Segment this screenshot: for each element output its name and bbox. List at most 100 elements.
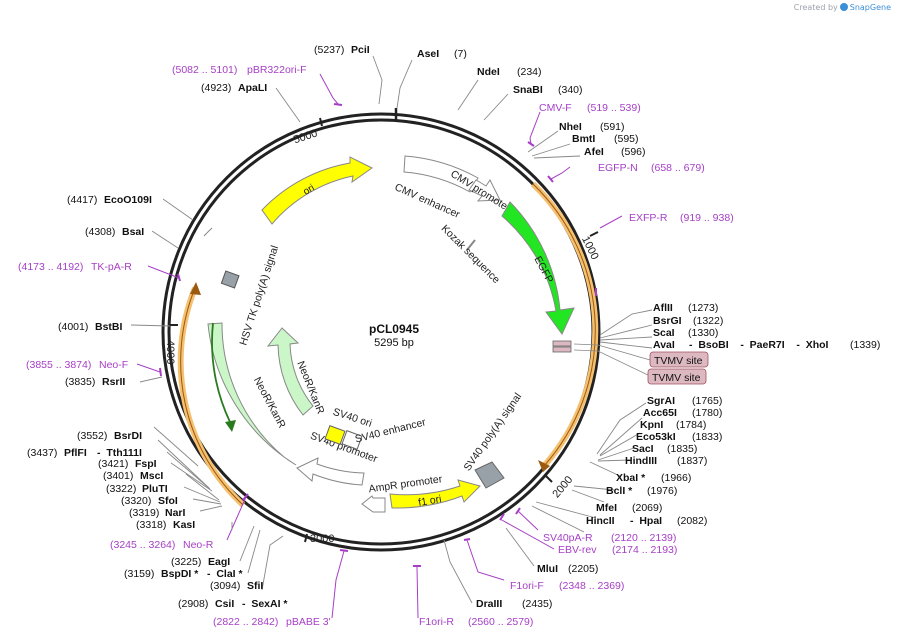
primer-name: EGFP-N (598, 162, 638, 174)
enzyme-pos: (2069) (632, 502, 662, 514)
tick-label-3000: 3000 (310, 533, 334, 545)
primer-name: CMV-F (539, 102, 572, 114)
enzyme-name: BspDI * (161, 568, 199, 580)
enzyme-pos: (2082) (677, 515, 707, 527)
ampr-promoter-feature (361, 495, 386, 513)
enzyme-pos: (3552) (77, 430, 107, 442)
neo-kanr-outer-label: NeoR/KanR (251, 375, 288, 430)
enzyme-name: HindIII (625, 455, 657, 467)
enzyme-name: PciI (351, 44, 370, 56)
neo-orf-arrowhead (190, 282, 201, 295)
enzyme-pos: (3225) (171, 556, 201, 568)
enzyme-name: MluI (537, 563, 558, 575)
tick-label-4000: 4000 (164, 340, 176, 364)
enzyme-pos: (3401) (103, 470, 133, 482)
primer-range: (4173 .. 4192) (18, 261, 83, 273)
enzyme-name: HincII (586, 515, 615, 527)
enzyme-pos: (7) (454, 48, 467, 60)
enzyme-name: Eco53kI (636, 431, 676, 443)
sv40-promoter-feature (296, 457, 365, 486)
enzyme-name: MscI (140, 470, 163, 482)
enzyme-pos: (595) (614, 133, 639, 145)
enzyme-name: AseI (417, 48, 439, 60)
cmv-enhancer-label: CMV enhancer (393, 181, 462, 221)
enzyme-name: AvaI (653, 339, 675, 351)
primer-name: Neo-F (99, 359, 128, 371)
neo-orf-band-inner (180, 287, 244, 506)
enzyme-pos: (1784) (676, 419, 706, 431)
ori-feature (261, 156, 373, 225)
enzyme-pos: (2908) (178, 598, 208, 610)
enzyme-name: BclI * (606, 485, 633, 497)
enzyme-pos: (4001) (58, 321, 88, 333)
enzyme-pos: (2435) (522, 598, 552, 610)
enzyme-pos: (340) (558, 84, 583, 96)
enzyme-name: FspI (135, 458, 157, 470)
primer-name: pBR322ori-F (247, 64, 307, 76)
enzyme-pos: (3319) (129, 507, 159, 519)
primer-name: SV40pA-R (543, 532, 593, 544)
enzyme-pos: (1837) (677, 455, 707, 467)
primer-range: (3855 .. 3874) (26, 359, 91, 371)
hsv-tk-polya-feature (220, 270, 240, 289)
enzyme-name: DraIII (476, 598, 502, 610)
primer-range: (2560 .. 2579) (468, 616, 533, 628)
hsv-tk-polya-label: HSV TK poly(A) signal (237, 244, 281, 347)
cmv-promoter-feature (468, 179, 501, 202)
neo-kanr-outer-arrowhead (225, 420, 236, 432)
enzyme-name: EagI (208, 556, 230, 568)
enzyme-name: MfeI (596, 502, 617, 514)
enzyme-pos: (596) (621, 146, 646, 158)
enzyme-name: BstBI (95, 321, 123, 333)
enzyme-pos: (4308) (85, 226, 115, 238)
enzyme-pos: (591) (600, 121, 625, 133)
enzyme-name: NarI (165, 507, 186, 519)
enzyme-name: ScaI (653, 327, 675, 339)
backbone-outer (161, 112, 601, 552)
primer-leaders (136, 73, 623, 619)
enzyme-pos: (1322) (693, 315, 723, 327)
enzyme-pos: (234) (517, 66, 542, 78)
enzyme-pos: (1780) (692, 407, 722, 419)
enzyme-pos: (3159) (124, 568, 154, 580)
tick-2000 (545, 475, 553, 483)
enzyme-name: BsrDI (114, 430, 142, 442)
ampr-promoter-label: AmpR promoter (368, 473, 444, 495)
plasmid-length: 5295 bp (374, 337, 414, 349)
enzyme-pos: (2205) (568, 563, 598, 575)
egfp-orf-arrowhead (538, 460, 550, 472)
enzyme-pos: (4417) (67, 194, 97, 206)
enzyme-name: SgrAI (647, 395, 675, 407)
enzyme-pos: (3094) (210, 580, 240, 592)
f1-ori-feature (389, 479, 481, 509)
enzyme-name: NdeI (477, 66, 500, 78)
cmv-enhancer-feature (403, 155, 479, 193)
kozak-label: Kozak sequence (439, 223, 502, 286)
neo-kanr-outer-arrow (211, 322, 231, 423)
primer-range: (5082 .. 5101) (172, 64, 237, 76)
enzyme-pos: (1765) (692, 395, 722, 407)
enzyme-pos: (5237) (314, 44, 344, 56)
plasmid-name: pCL0945 (369, 322, 419, 336)
enzyme-name: EcoO109I (104, 194, 152, 206)
primer-labels: (5082 .. 5101) pBR322ori-F CMV-F (519 ..… (18, 64, 734, 628)
tvmv-site-label: TVMV site (654, 355, 703, 367)
tick-label-2000: 2000 (550, 474, 575, 500)
sv40-ori-label: SV40 ori (331, 406, 373, 430)
primer-name: Neo-R (183, 539, 214, 551)
neo-kanr-outer-feature (207, 322, 297, 466)
enzyme-name: NheI (559, 121, 582, 133)
sv40-enhancer-feature (341, 430, 363, 450)
enzyme-name: BsrGI (653, 315, 682, 327)
enzyme-name: Acc65I (643, 407, 677, 419)
enzyme-name: KasI (173, 519, 195, 531)
enzyme-name: KpnI (640, 419, 663, 431)
primer-name: F1ori-R (419, 616, 454, 628)
primer-range: (3245 .. 3264) (110, 539, 175, 551)
snapgene-logo-icon (839, 3, 848, 11)
enzyme-name: SacI (632, 443, 654, 455)
primer-ticks (159, 103, 597, 567)
tick-5000 (319, 117, 323, 127)
enzyme-pos: (3437) (27, 447, 57, 459)
enzyme-name: BsaI (122, 226, 144, 238)
